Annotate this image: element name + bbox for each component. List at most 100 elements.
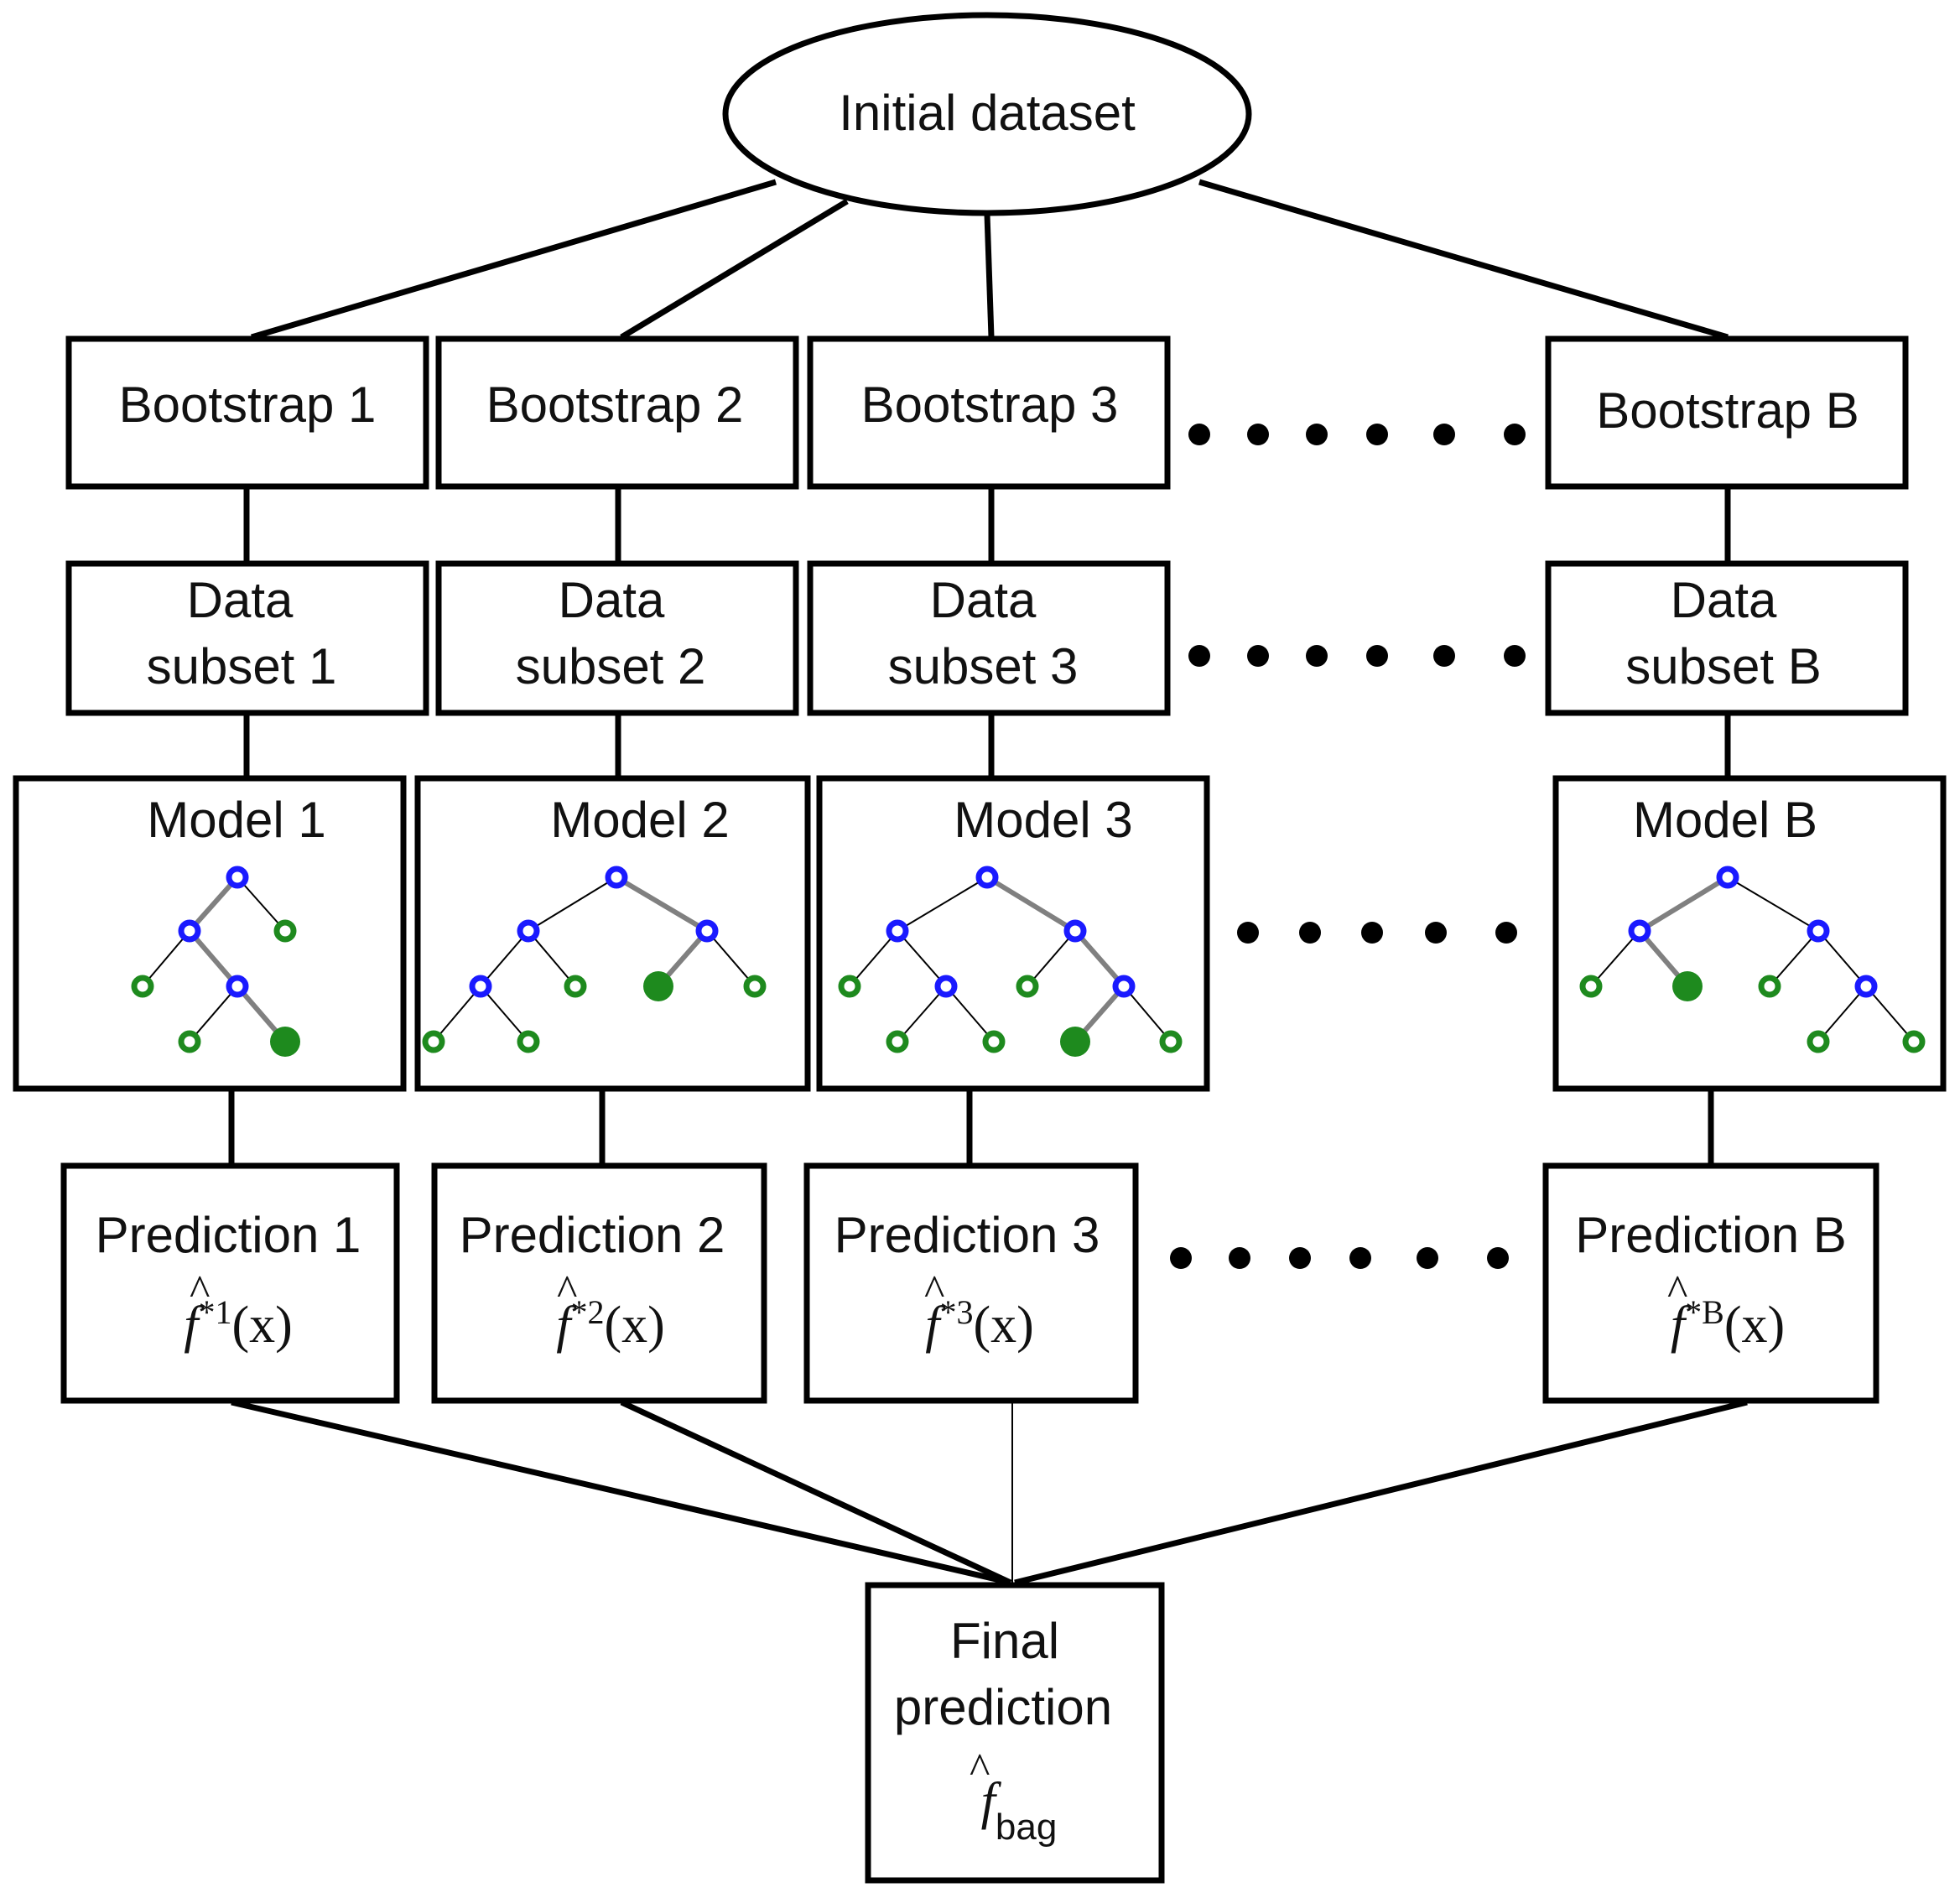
connector-pb-final [1014,1399,1748,1586]
bootstrap-box-b: Bootstrap B [1545,335,1909,490]
data-subset-box-2: Data subset 2 [435,560,799,716]
decision-tree-icon-2 [422,866,767,1053]
tree-node-icon [178,919,201,943]
ellipsis-row-model [1237,922,1517,944]
connector-root-bootstrap-b [1198,179,1729,341]
prediction-label-1: Prediction 1 [96,1207,361,1263]
tree-leaf-icon [178,1030,201,1053]
tree-leaf-icon [1579,975,1603,998]
bootstrap-label-b: Bootstrap B [1596,382,1859,439]
prediction-formula-1: f*1(x) [184,1293,293,1354]
column-connectors [228,488,1731,1164]
prediction-box-3: Prediction 3 f*3(x) ^ [803,1162,1139,1404]
data-subset-line2-2: subset 2 [516,638,706,694]
root-connectors [251,179,1729,341]
bootstrap-label-3: Bootstrap 3 [861,377,1119,433]
tree-leaf-icon [1902,1030,1926,1053]
tree-leaf-selected-icon [643,971,673,1001]
ellipsis-row-subset [1188,645,1526,667]
tree-node-icon [469,975,492,998]
model-row: Model 1 Model 2 [13,775,1947,1092]
ellipsis-row-bootstrap [1188,424,1526,445]
ellipsis-dots [1170,424,1526,1269]
data-subset-line2-3: subset 3 [888,638,1079,694]
connector-root-bootstrap-1 [251,179,777,341]
model-label-1: Model 1 [147,792,325,848]
prediction-formula-2: f*2(x) [556,1293,665,1354]
decision-tree-icon-3 [838,866,1183,1057]
bootstrap-box-1: Bootstrap 1 [65,335,429,490]
tree-node-icon [1628,919,1651,943]
prediction-formula-3: f*3(x) [925,1293,1034,1354]
tree-leaf-icon [886,1030,909,1053]
data-subset-box-3: Data subset 3 [807,560,1171,716]
tree-leaf-icon [743,975,767,998]
final-line-1: Final [950,1613,1059,1669]
tree-leaf-icon [838,975,861,998]
tree-leaf-icon [1159,1030,1183,1053]
hat-accent-icon: ^ [924,1267,944,1315]
tree-leaf-icon [1016,975,1039,998]
prediction-box-2: Prediction 2 f*2(x) ^ [431,1162,767,1404]
decision-tree-icon-1 [131,866,300,1057]
tree-node-icon [934,975,958,998]
tree-node-icon [1854,975,1878,998]
tree-leaf-icon [564,975,587,998]
tree-leaf-selected-icon [1672,971,1703,1001]
tree-node-icon [226,975,249,998]
tree-leaf-icon [273,919,297,943]
tree-node-icon [1112,975,1136,998]
final-formula: fbag [981,1773,1058,1848]
tree-leaf-icon [982,1030,1006,1053]
hat-accent-icon: ^ [190,1267,210,1315]
prediction-formula-b: f*B(x) [1671,1293,1785,1354]
tree-leaf-icon [1807,1030,1830,1053]
connector-root-bootstrap-2 [620,199,849,340]
tree-node-icon [1807,919,1830,943]
final-prediction-box: Final prediction fbag ^ [865,1582,1165,1884]
model-label-b: Model B [1633,792,1817,848]
hat-accent-icon: ^ [557,1267,577,1315]
tree-node-icon [886,919,909,943]
bootstrap-label-1: Bootstrap 1 [119,377,377,433]
model-box-3: Model 3 [816,775,1210,1092]
hat-accent-icon: ^ [970,1745,990,1793]
tree-leaf-selected-icon [270,1027,300,1057]
hat-accent-icon: ^ [1667,1267,1687,1315]
connector-root-bootstrap-3 [984,214,995,338]
tree-leaf-icon [131,975,154,998]
data-subset-line1-3: Data [930,572,1037,628]
decision-tree-icon-b [1579,866,1926,1053]
tree-node-icon [1716,866,1739,889]
tree-node-icon [695,919,719,943]
data-subset-line1-2: Data [559,572,665,628]
bootstrap-label-2: Bootstrap 2 [486,377,744,433]
initial-dataset-node: Initial dataset [722,12,1252,216]
bootstrap-row: Bootstrap 1 Bootstrap 2 Bootstrap 3 Boot… [65,335,1909,490]
tree-leaf-selected-icon [1060,1027,1090,1057]
data-subset-line2-1: subset 1 [147,638,337,694]
data-subset-box-1: Data subset 1 [65,560,429,716]
tree-node-icon [517,919,540,943]
data-subset-line1-b: Data [1671,572,1777,628]
model-box-1: Model 1 [13,775,407,1092]
bootstrap-box-2: Bootstrap 2 [435,335,799,490]
ellipsis-row-prediction [1170,1247,1509,1269]
prediction-row: Prediction 1 f*1(x) ^ Prediction 2 f*2(x… [60,1162,1879,1404]
prediction-label-2: Prediction 2 [460,1207,725,1263]
initial-dataset-ellipse [722,12,1252,216]
tree-node-icon [605,866,628,889]
connector-p2-final [620,1399,1012,1586]
model-label-2: Model 2 [550,792,729,848]
tree-node-icon [1063,919,1087,943]
bootstrap-box-3: Bootstrap 3 [807,335,1171,490]
data-subset-line1-1: Data [187,572,294,628]
model-box-b: Model B [1552,775,1947,1092]
final-connectors [231,1399,1748,1586]
final-line-2: prediction [894,1679,1112,1735]
data-subset-row: Data subset 1 Data subset 2 Data subset … [65,560,1909,716]
tree-leaf-icon [1758,975,1781,998]
prediction-box-1: Prediction 1 f*1(x) ^ [60,1162,400,1404]
prediction-label-b: Prediction B [1575,1207,1847,1263]
